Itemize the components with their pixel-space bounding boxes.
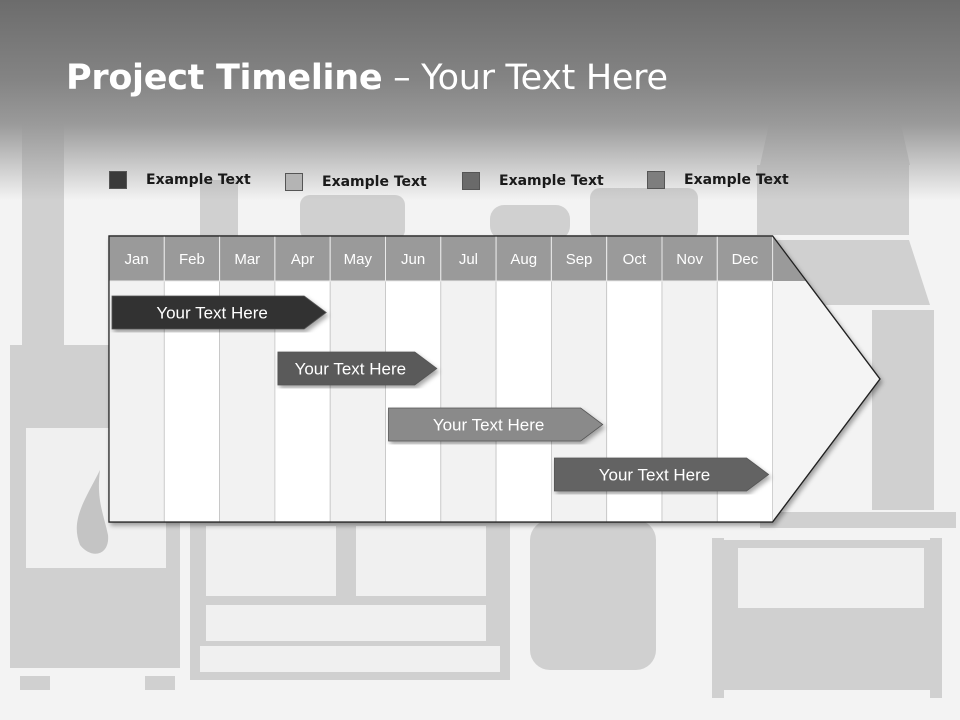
month-label-jun: Jun xyxy=(401,251,425,268)
month-label-apr: Apr xyxy=(291,251,314,268)
header-band xyxy=(0,0,960,200)
month-label-jan: Jan xyxy=(125,251,149,268)
month-label-nov: Nov xyxy=(676,251,703,268)
legend-label-1: Example Text xyxy=(146,172,251,188)
month-column-may xyxy=(329,280,386,523)
month-column-jul xyxy=(440,280,497,523)
month-header-mar xyxy=(219,235,276,282)
task-label-2: Your Text Here xyxy=(295,360,407,379)
month-label-oct: Oct xyxy=(623,251,647,268)
month-label-may: May xyxy=(344,251,373,268)
legend-swatch-1 xyxy=(109,171,127,189)
timeline-arrow-outline xyxy=(108,235,881,523)
month-header-aug xyxy=(495,235,552,282)
month-column-jun xyxy=(385,280,442,523)
month-header-jun xyxy=(385,235,442,282)
month-label-jul: Jul xyxy=(459,251,478,268)
legend-label-2: Example Text xyxy=(322,174,427,190)
task-label-4: Your Text Here xyxy=(599,466,711,485)
legend-swatch-4 xyxy=(647,171,665,189)
title-rest: – Your Text Here xyxy=(382,58,668,98)
month-label-mar: Mar xyxy=(234,251,260,268)
legend-label-3: Example Text xyxy=(499,173,604,189)
month-label-dec: Dec xyxy=(732,251,759,268)
month-label-aug: Aug xyxy=(510,251,537,268)
legend-swatch-2 xyxy=(285,173,303,191)
month-label-sep: Sep xyxy=(566,251,593,268)
page-title: Project Timeline – Your Text Here xyxy=(66,58,668,98)
month-header-dec xyxy=(716,235,774,282)
task-label-3: Your Text Here xyxy=(433,416,545,435)
task-bar-2 xyxy=(277,351,438,386)
title-bold: Project Timeline xyxy=(66,58,383,98)
task-bar-4 xyxy=(554,457,770,492)
task-bar-1 xyxy=(111,295,327,330)
month-column-aug xyxy=(495,280,552,523)
legend-swatch-3 xyxy=(462,172,480,190)
legend-label-4: Example Text xyxy=(684,172,789,188)
task-label-1: Your Text Here xyxy=(156,304,268,323)
month-label-feb: Feb xyxy=(179,251,205,268)
task-bar-3 xyxy=(388,407,604,442)
